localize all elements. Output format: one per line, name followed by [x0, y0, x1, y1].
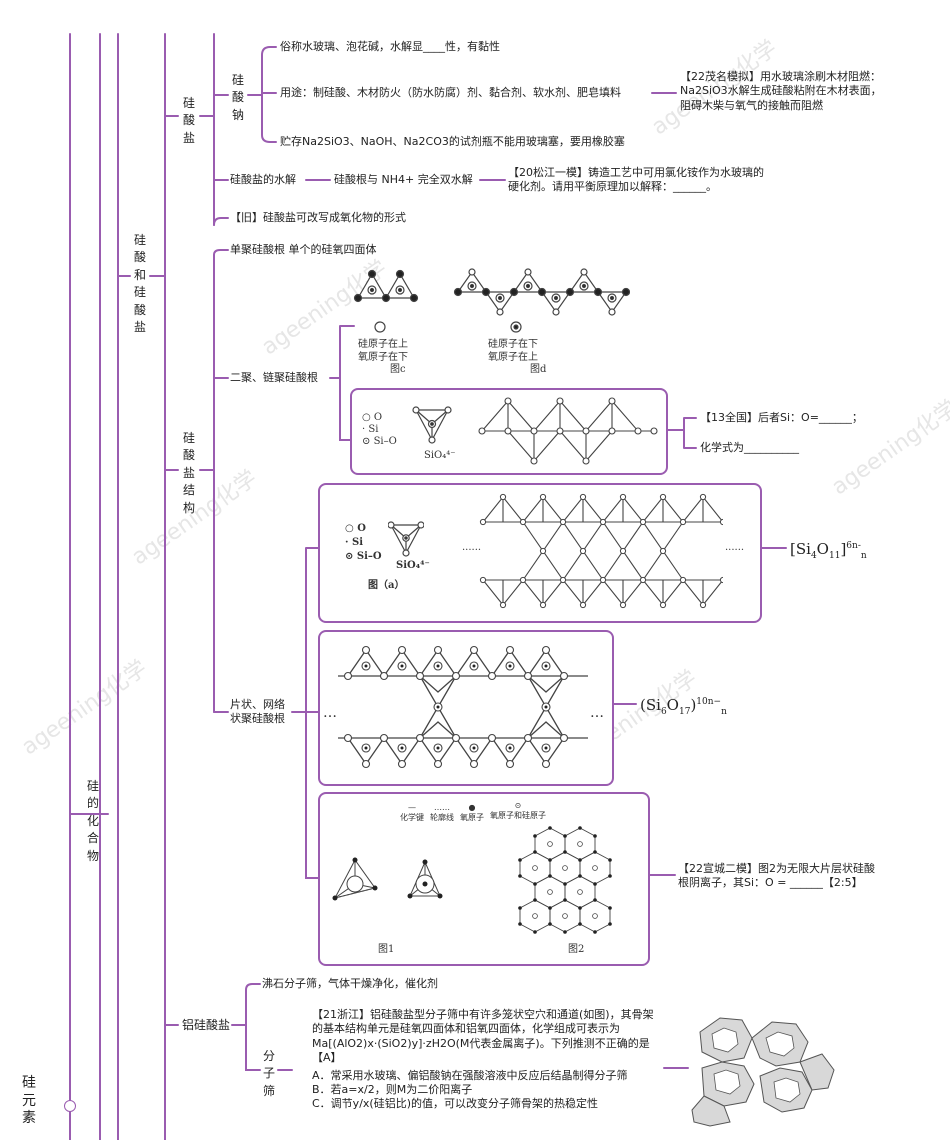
zeolite-cage-figure — [691, 1017, 835, 1127]
figure-box-double-chain — [318, 483, 762, 623]
sio4-tetrahedron — [388, 521, 424, 557]
node-sodium-silicate: 硅酸钠 — [231, 73, 244, 122]
sio4-label: SiO₄⁴⁻ — [396, 560, 430, 571]
chain-silicate: 二聚、链聚硅酸根 — [230, 371, 318, 384]
sheet-structure — [338, 645, 588, 769]
figure-d-name: 图d — [530, 364, 547, 375]
oxygen-silicon-icon: ⊙ — [514, 801, 522, 810]
zeolite-sieve: 沸石分子筛，气体干燥净化，催化剂 — [262, 977, 438, 990]
silicate-hydrolysis: 硅酸盐的水解 — [230, 173, 296, 186]
legend2-outline: ……轮廓线 — [430, 803, 454, 822]
legend-o: ○ O — [362, 412, 383, 423]
legend-sio-icon: ⊙ — [345, 551, 357, 562]
figure-box-sheet — [318, 630, 614, 786]
figure2-hex-network — [518, 826, 612, 934]
legend2-oxygen: ●氧原子 — [460, 803, 484, 822]
hydrolysis-detail: 硅酸根与 NH4+ 完全双水解 — [334, 173, 473, 186]
root-node: 硅元素 — [22, 1075, 36, 1126]
legend-o-icon: ○ — [345, 523, 358, 534]
node-silicon-compounds: 硅的化合物 — [86, 779, 99, 863]
monomer-silicate: 单聚硅酸根 单个的硅氧四面体 — [230, 243, 377, 256]
exam-note-22-maoming: 【22茂名模拟】用水玻璃涂刷木材阻燃：Na2SiO3水解生成硅酸粘附在木材表面，… — [680, 70, 882, 112]
option-c: C．调节y/x(硅铝比)的值，可以改变分子筛骨架的热稳定性 — [312, 1097, 598, 1110]
figure-c-d — [353, 268, 630, 333]
option-b: B．若a=x/2，则M为二价阳离子 — [312, 1083, 473, 1096]
figure2-name: 图2 — [568, 944, 585, 955]
exam-note-22-xuancheng: 【22宣城二模】图2为无限大片层状硅酸根阴离子，其Si：O = ______【2… — [678, 862, 875, 890]
legend-o: ○ O — [345, 523, 366, 534]
exam-note-20-songjiang: 【20松江一模】铸造工艺中可用氯化铵作为水玻璃的硬化剂。请用平衡原理加以解释：_… — [508, 166, 764, 194]
node-silicic-acid-silicates: 硅酸和硅酸盐 — [133, 233, 146, 334]
sio4-tetrahedron — [412, 406, 452, 444]
figure1-tetrahedra — [332, 857, 443, 901]
figure-c-name: 图c — [390, 364, 406, 375]
legend-si: · Si — [362, 424, 379, 435]
node-molecular-sieve: 分子筛 — [262, 1049, 275, 1098]
exam-note-13-national-formula: 化学式为__________ — [700, 441, 799, 454]
legend-si: · Si — [345, 537, 363, 548]
dots-right: ...... — [725, 542, 745, 553]
sodium-silicate-common-name: 俗称水玻璃、泡花碱，水解显____性，有黏性 — [280, 40, 500, 53]
ring-chain-structure — [478, 397, 658, 465]
figure-a-name: 图（a） — [368, 580, 405, 591]
ellipsis-right: … — [590, 705, 604, 721]
legend2-bond: —化学键 — [400, 803, 424, 822]
sodium-silicate-storage: 贮存Na2SiO3、NaOH、Na2CO3的试剂瓶不能用玻璃塞，要用橡胶塞 — [280, 135, 625, 148]
oxide-form-note: 【旧】硅酸盐可改写成氧化物的形式 — [230, 211, 406, 224]
option-a: A．常采用水玻璃、偏铝酸钠在强酸溶液中反应后结晶制得分子筛 — [312, 1069, 628, 1082]
sodium-silicate-uses: 用途：制硅酸、木材防火（防水防腐）剂、黏合剂、软水剂、肥皂填料 — [280, 86, 621, 99]
legend-si-icon: · — [362, 424, 369, 435]
ellipsis-left: … — [323, 705, 337, 721]
sio4-label: SiO₄⁴⁻ — [424, 450, 456, 461]
legend-si-o: ⊙ Si–O — [362, 436, 397, 447]
node-silicate-structure: 硅酸盐结构 — [182, 431, 195, 515]
figure-box-layer — [318, 792, 650, 966]
sheet-silicate: 片状、网络状聚硅酸根 — [230, 698, 285, 726]
legend-si-o: ⊙ Si–O — [345, 551, 382, 562]
node-silicates: 硅酸盐 — [182, 96, 195, 145]
dots-left: ...... — [462, 542, 482, 553]
legend2-oxygen-silicon: ⊙氧原子和硅原子 — [490, 801, 546, 820]
figure-c-label: 硅原子在上 氧原子在下 — [358, 339, 408, 363]
exam-note-21-zhejiang: 【21浙江】铝硅酸盐型分子筛中有许多笼状空穴和通道(如图)，其骨架的基本结构单元… — [312, 1008, 654, 1064]
node-aluminosilicate: 铝硅酸盐 — [182, 1018, 231, 1032]
figure1-name: 图1 — [378, 944, 395, 955]
legend-si-icon: · — [345, 537, 352, 548]
legend-o-icon: ○ — [362, 412, 374, 423]
collapse-toggle[interactable] — [64, 1100, 76, 1112]
figure-d-label: 硅原子在下 氧原子在上 — [488, 339, 538, 363]
formula-si4o11: [Si4O11]6n-n — [790, 540, 867, 561]
exam-note-13-national-ratio: 【13全国】后者Si：O=______； — [700, 411, 863, 424]
formula-si6o17: (Si6O17)10n−n — [640, 696, 727, 717]
legend-sio-icon: ⊙ — [362, 436, 374, 447]
double-chain-structure — [479, 493, 723, 609]
